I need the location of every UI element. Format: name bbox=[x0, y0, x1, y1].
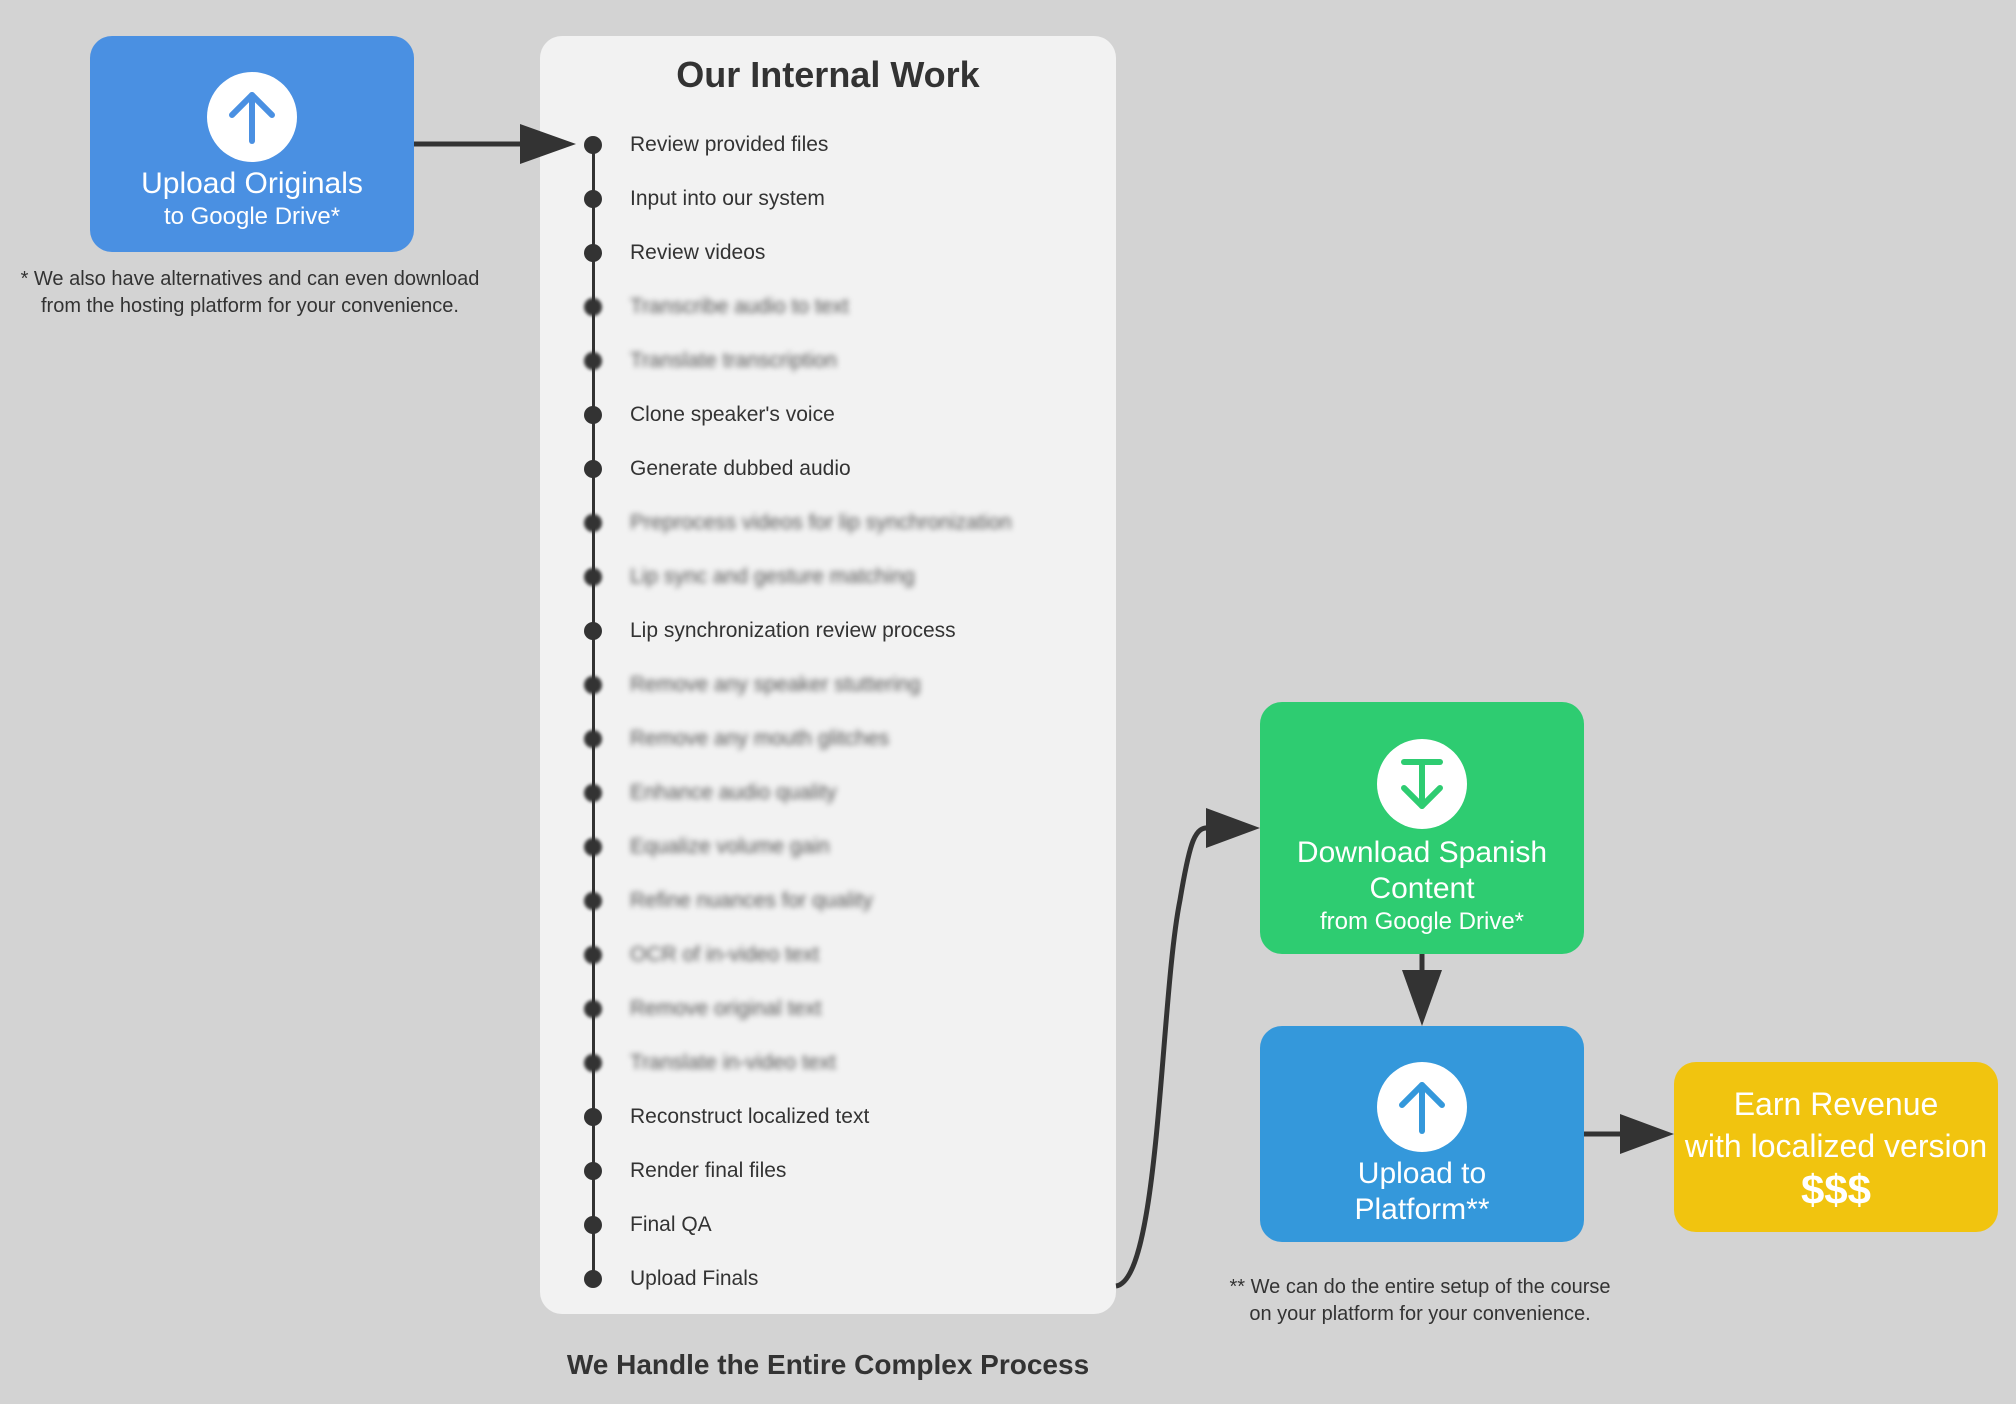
step-label: Upload Finals bbox=[630, 1267, 759, 1290]
step-dot bbox=[584, 136, 602, 154]
step-label: Reconstruct localized text bbox=[630, 1105, 870, 1128]
arrow-panel-to-download bbox=[1115, 808, 1260, 1289]
arrow-upload-to-panel bbox=[414, 124, 576, 164]
step-label: Refine nuances for quality bbox=[630, 889, 873, 912]
step-dot bbox=[584, 1162, 602, 1180]
upload-originals-note: * We also have alternatives and can even… bbox=[0, 266, 500, 320]
process-caption: We Handle the Entire Complex Process bbox=[566, 1349, 1090, 1380]
upload-platform-note-line2: on your platform for your convenience. bbox=[1249, 1303, 1591, 1325]
step-dot bbox=[584, 784, 602, 802]
step-label: Transcribe audio to text bbox=[630, 295, 849, 318]
arrow-download-to-upload bbox=[1402, 954, 1442, 1026]
earn-revenue-card: Earn Revenue with localized version $$$ bbox=[1674, 1062, 1998, 1232]
step-label: Remove any speaker stuttering bbox=[630, 673, 921, 696]
download-title-line2: Content bbox=[1369, 872, 1475, 905]
download-title-line1: Download Spanish bbox=[1296, 836, 1548, 869]
step-dot bbox=[584, 1000, 602, 1018]
step-label: Enhance audio quality bbox=[630, 781, 837, 804]
step-dot bbox=[584, 190, 602, 208]
step-dot bbox=[584, 244, 602, 262]
step-dot bbox=[584, 1054, 602, 1072]
step-label: Equalize volume gain bbox=[630, 835, 830, 858]
upload-originals-subtitle: to Google Drive* bbox=[163, 203, 341, 230]
step-label: Input into our system bbox=[630, 187, 825, 210]
step-label: Lip sync and gesture matching bbox=[630, 565, 915, 588]
step-label: Final QA bbox=[630, 1213, 712, 1236]
step-label: Clone speaker's voice bbox=[630, 403, 835, 426]
upload-originals-note-line1: * We also have alternatives and can even… bbox=[20, 268, 480, 290]
step-label: OCR of in-video text bbox=[630, 943, 820, 966]
download-subtitle: from Google Drive* bbox=[1319, 908, 1525, 935]
step-dot bbox=[584, 568, 602, 586]
arrow-down-to-line-icon bbox=[1377, 739, 1467, 829]
arrow-up-icon bbox=[1377, 1062, 1467, 1152]
arrow-up-icon bbox=[207, 72, 297, 162]
upload-originals-note-line2: from the hosting platform for your conve… bbox=[41, 295, 459, 317]
step-dot bbox=[584, 352, 602, 370]
step-label: Remove any mouth glitches bbox=[630, 727, 890, 750]
step-dot bbox=[584, 1216, 602, 1234]
upload-platform-title-line1: Upload to bbox=[1357, 1157, 1487, 1190]
step-dot bbox=[584, 892, 602, 910]
step-dot bbox=[584, 622, 602, 640]
step-label: Render final files bbox=[630, 1159, 787, 1182]
step-dot bbox=[584, 730, 602, 748]
step-dot bbox=[584, 514, 602, 532]
upload-platform-note-line1: ** We can do the entire setup of the cou… bbox=[1229, 1276, 1611, 1298]
step-dot bbox=[584, 460, 602, 478]
step-dot bbox=[584, 406, 602, 424]
step-dot bbox=[584, 676, 602, 694]
arrow-upload-to-revenue bbox=[1584, 1114, 1674, 1154]
upload-platform-title-line2: Platform** bbox=[1354, 1193, 1490, 1226]
step-dot bbox=[584, 838, 602, 856]
step-label: Lip synchronization review process bbox=[630, 619, 956, 642]
upload-originals-card: Upload Originals to Google Drive* bbox=[90, 36, 414, 252]
step-dot bbox=[584, 1270, 602, 1288]
step-dot bbox=[584, 298, 602, 316]
timeline-line bbox=[592, 144, 595, 1278]
step-label: Remove original text bbox=[630, 997, 822, 1020]
revenue-title-line2: with localized version bbox=[1684, 1128, 1988, 1164]
revenue-title-line1: Earn Revenue bbox=[1733, 1086, 1939, 1122]
step-label: Translate transcription bbox=[630, 349, 837, 372]
download-card: Download Spanish Content from Google Dri… bbox=[1260, 702, 1584, 954]
step-label: Generate dubbed audio bbox=[630, 457, 851, 480]
internal-work-panel: Our Internal Work bbox=[540, 36, 1116, 1314]
step-dot bbox=[584, 946, 602, 964]
revenue-amount: $$$ bbox=[1800, 1166, 1872, 1213]
step-label: Review provided files bbox=[630, 133, 829, 156]
upload-platform-card: Upload to Platform** bbox=[1260, 1026, 1584, 1242]
upload-platform-note: ** We can do the entire setup of the cou… bbox=[1160, 1274, 1680, 1328]
upload-originals-title: Upload Originals bbox=[141, 167, 363, 200]
step-label: Translate in-video text bbox=[630, 1051, 836, 1074]
step-dot bbox=[584, 1108, 602, 1126]
step-label: Review videos bbox=[630, 241, 766, 264]
step-label: Preprocess videos for lip synchronizatio… bbox=[630, 511, 1012, 534]
panel-title: Our Internal Work bbox=[676, 54, 980, 95]
